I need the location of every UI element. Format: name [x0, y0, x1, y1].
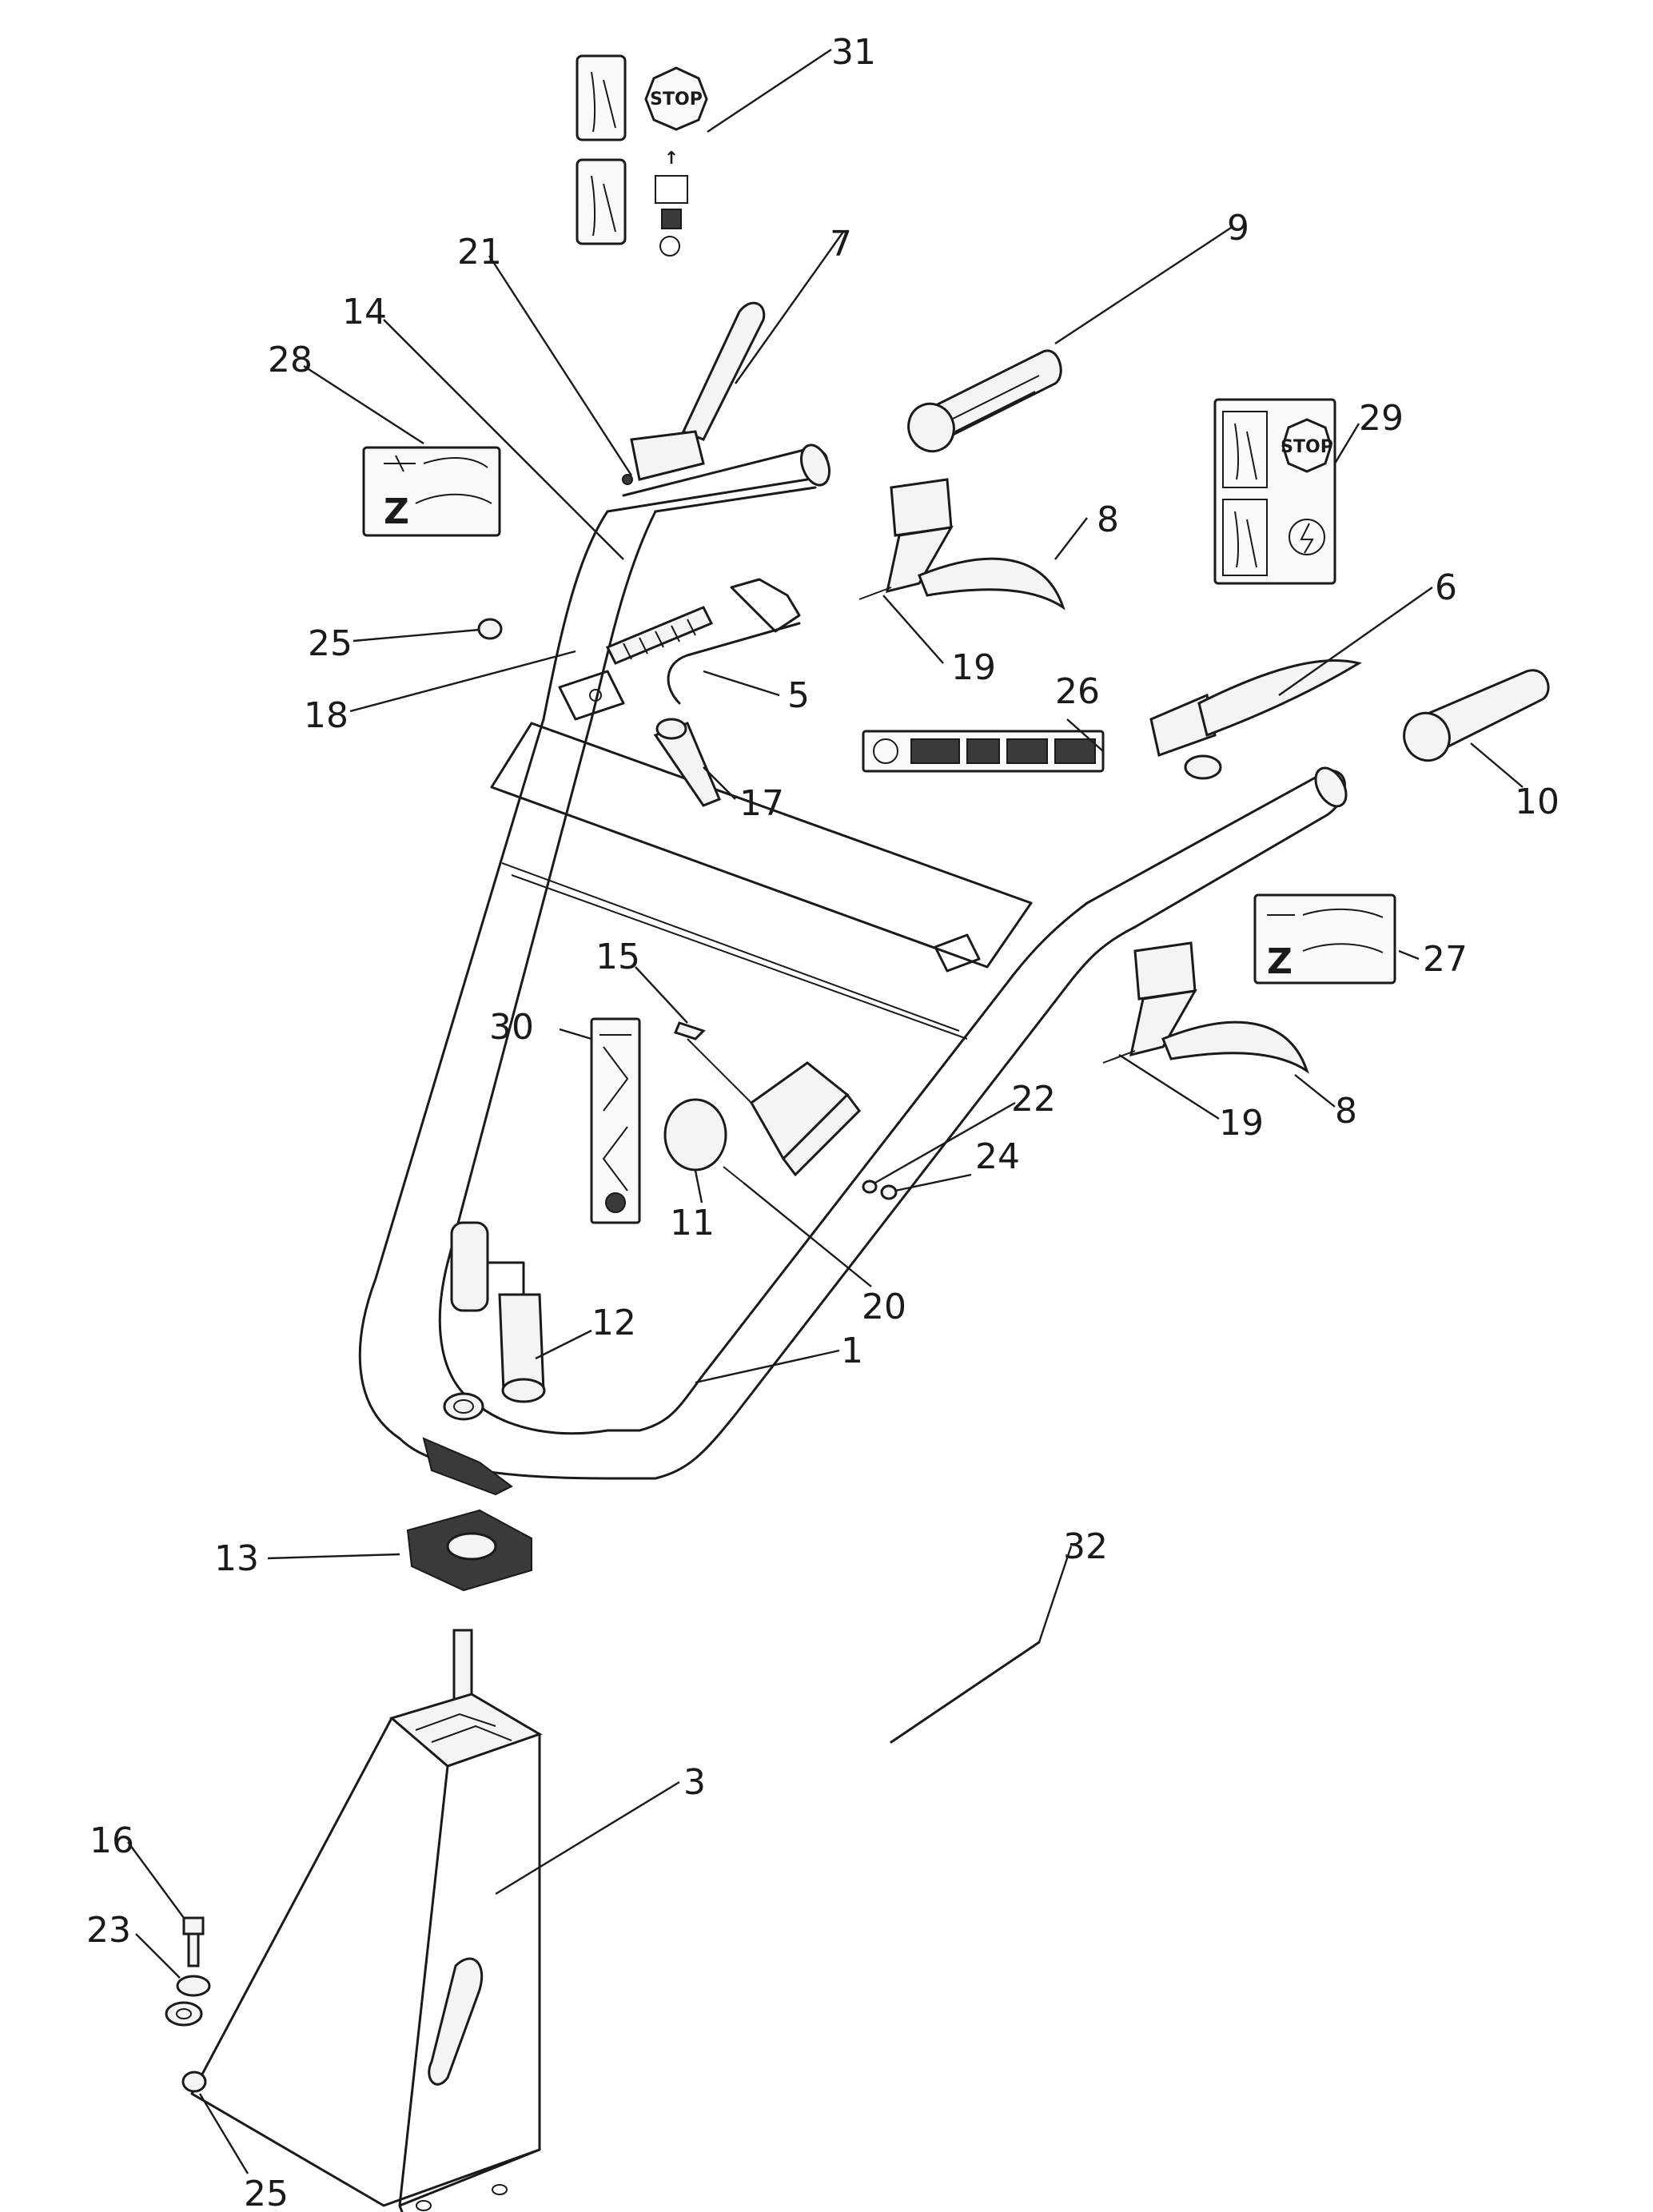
brake-lever-upper	[858, 478, 1065, 611]
svg-text:↑: ↑	[664, 149, 679, 169]
callout-25-lower: 25	[244, 2174, 289, 2212]
decal-29: STOP	[1213, 398, 1336, 585]
callout-17: 17	[739, 783, 784, 824]
nut-25-lower	[181, 2071, 207, 2093]
control-knob	[663, 1021, 861, 1184]
decal-28-z: Z	[384, 491, 409, 532]
callout-8-lower: 8	[1335, 1091, 1357, 1132]
callout-14: 14	[342, 292, 387, 332]
callout-21: 21	[457, 232, 502, 273]
decal-28: Z	[362, 446, 501, 537]
mounting-stand	[165, 1629, 543, 2212]
throttle-lever	[1149, 659, 1362, 780]
callout-13: 13	[214, 1538, 259, 1579]
callout-12: 12	[591, 1303, 636, 1343]
brake-lever-lower	[1102, 941, 1309, 1074]
callout-6: 6	[1435, 567, 1457, 608]
decal-30	[590, 1017, 641, 1224]
nut-25-upper	[477, 618, 503, 640]
callout-11: 11	[670, 1203, 715, 1243]
callout-29: 29	[1359, 398, 1404, 439]
callout-23: 23	[86, 1910, 131, 1951]
callout-16: 16	[90, 1820, 134, 1861]
gear-block	[406, 1509, 532, 1592]
washer-23	[176, 1975, 211, 1997]
callout-27: 27	[1423, 939, 1468, 980]
decal-31: STOP ↑	[576, 54, 708, 257]
callout-labels: 31 7 21 14 28 9 29 8 25 18 19 5 6 26 17 …	[86, 32, 1559, 2212]
handlebar-frame	[358, 444, 1348, 1496]
callout-30: 30	[489, 1007, 534, 1048]
callout-32: 32	[1063, 1526, 1108, 1567]
callout-3: 3	[683, 1762, 706, 1803]
washer-22	[862, 1180, 878, 1194]
callout-24: 24	[975, 1136, 1020, 1177]
callout-10: 10	[1515, 782, 1559, 822]
callout-8-upper: 8	[1097, 499, 1119, 540]
callout-19-upper: 19	[951, 647, 996, 688]
grip-right	[1403, 669, 1550, 762]
callout-28: 28	[268, 340, 313, 380]
callout-18: 18	[304, 695, 349, 736]
callout-31: 31	[831, 32, 876, 73]
rod-32	[890, 1641, 1041, 1744]
decal-27-z: Z	[1267, 941, 1293, 982]
callout-15: 15	[595, 937, 640, 977]
grip-left	[907, 349, 1062, 453]
decal-31-stop-text: STOP	[650, 90, 703, 109]
decal-26	[862, 730, 1105, 773]
callout-22: 22	[1011, 1079, 1056, 1120]
callout-7: 7	[830, 224, 852, 265]
callout-19-lower: 19	[1219, 1103, 1264, 1144]
callout-20: 20	[862, 1287, 906, 1327]
callout-25-upper: 25	[308, 623, 353, 664]
decal-27: Z	[1253, 893, 1396, 985]
shift-lever	[622, 301, 766, 485]
callout-26: 26	[1055, 671, 1100, 712]
nut-24	[880, 1184, 898, 1200]
leader-lines	[127, 49, 1524, 2174]
callout-9: 9	[1227, 208, 1249, 249]
bolt-16	[182, 1916, 205, 1967]
callout-1: 1	[841, 1331, 863, 1371]
callout-5: 5	[787, 675, 810, 716]
cable-rod	[605, 578, 801, 807]
side-handle	[450, 1221, 546, 1403]
decal-29-stop-text: STOP	[1281, 437, 1333, 457]
